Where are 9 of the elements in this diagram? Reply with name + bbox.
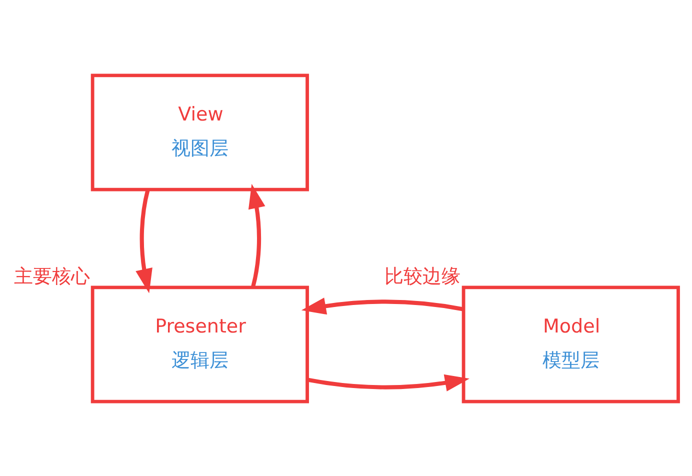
- arrow: [248, 183, 266, 288]
- node-label: 比较边缘: [384, 264, 461, 287]
- node-box: View 视图层: [90, 73, 309, 191]
- node-box: Presenter 逻辑层: [90, 285, 309, 403]
- arrow: [136, 188, 152, 293]
- arrow: [307, 374, 470, 391]
- arrow: [301, 297, 464, 314]
- node-label: 主要核心: [14, 264, 90, 287]
- node-box: Model 模型层: [462, 285, 680, 403]
